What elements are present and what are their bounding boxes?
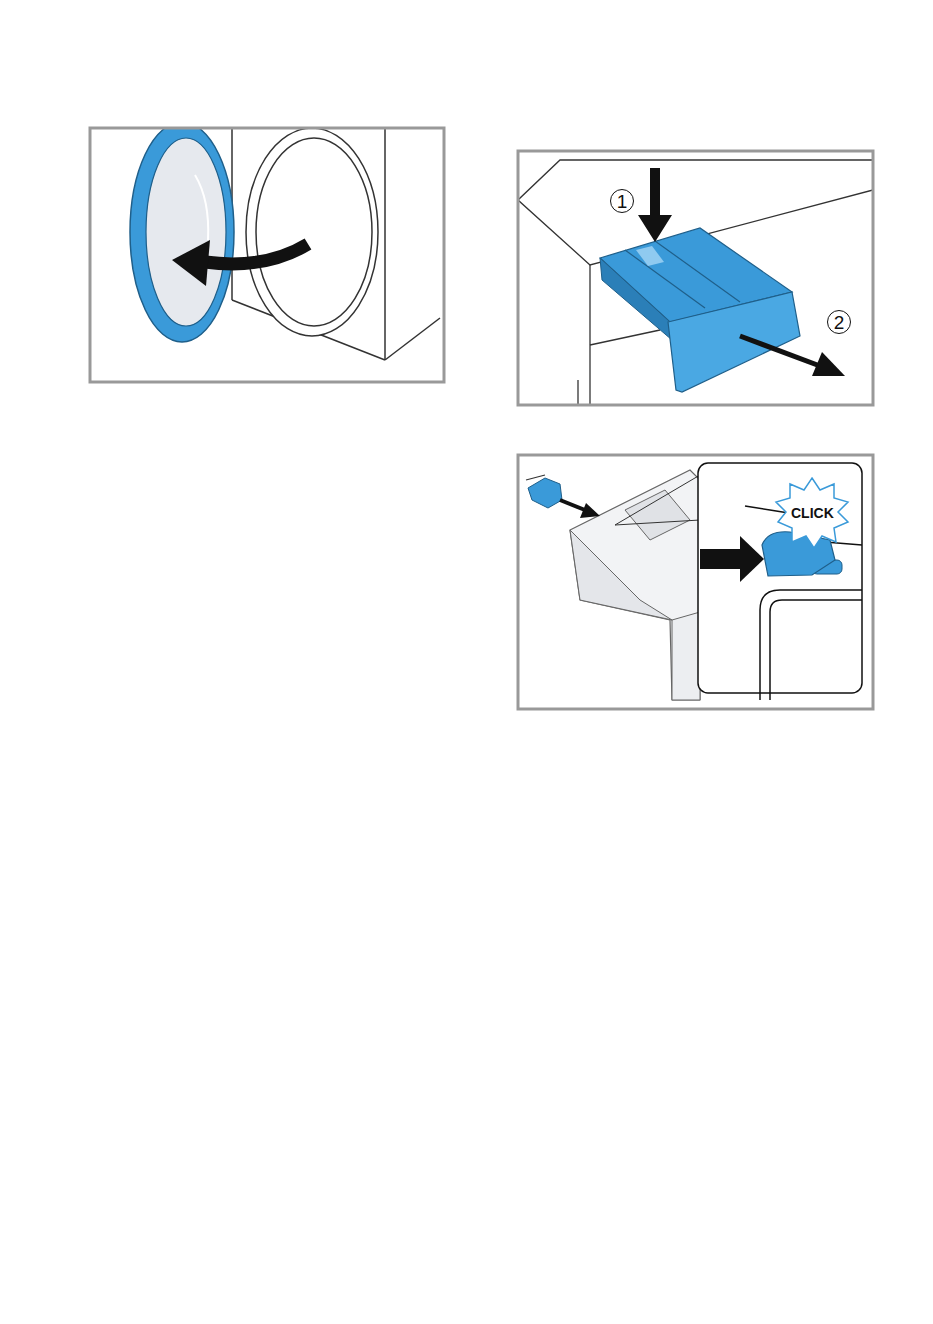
click-label: CLICK [791,506,834,520]
callout-number: 2 [827,310,851,334]
drawer-figure [518,160,873,405]
callout-number: 1 [610,189,634,213]
insert-figure [526,463,862,700]
door-figure [130,128,440,360]
